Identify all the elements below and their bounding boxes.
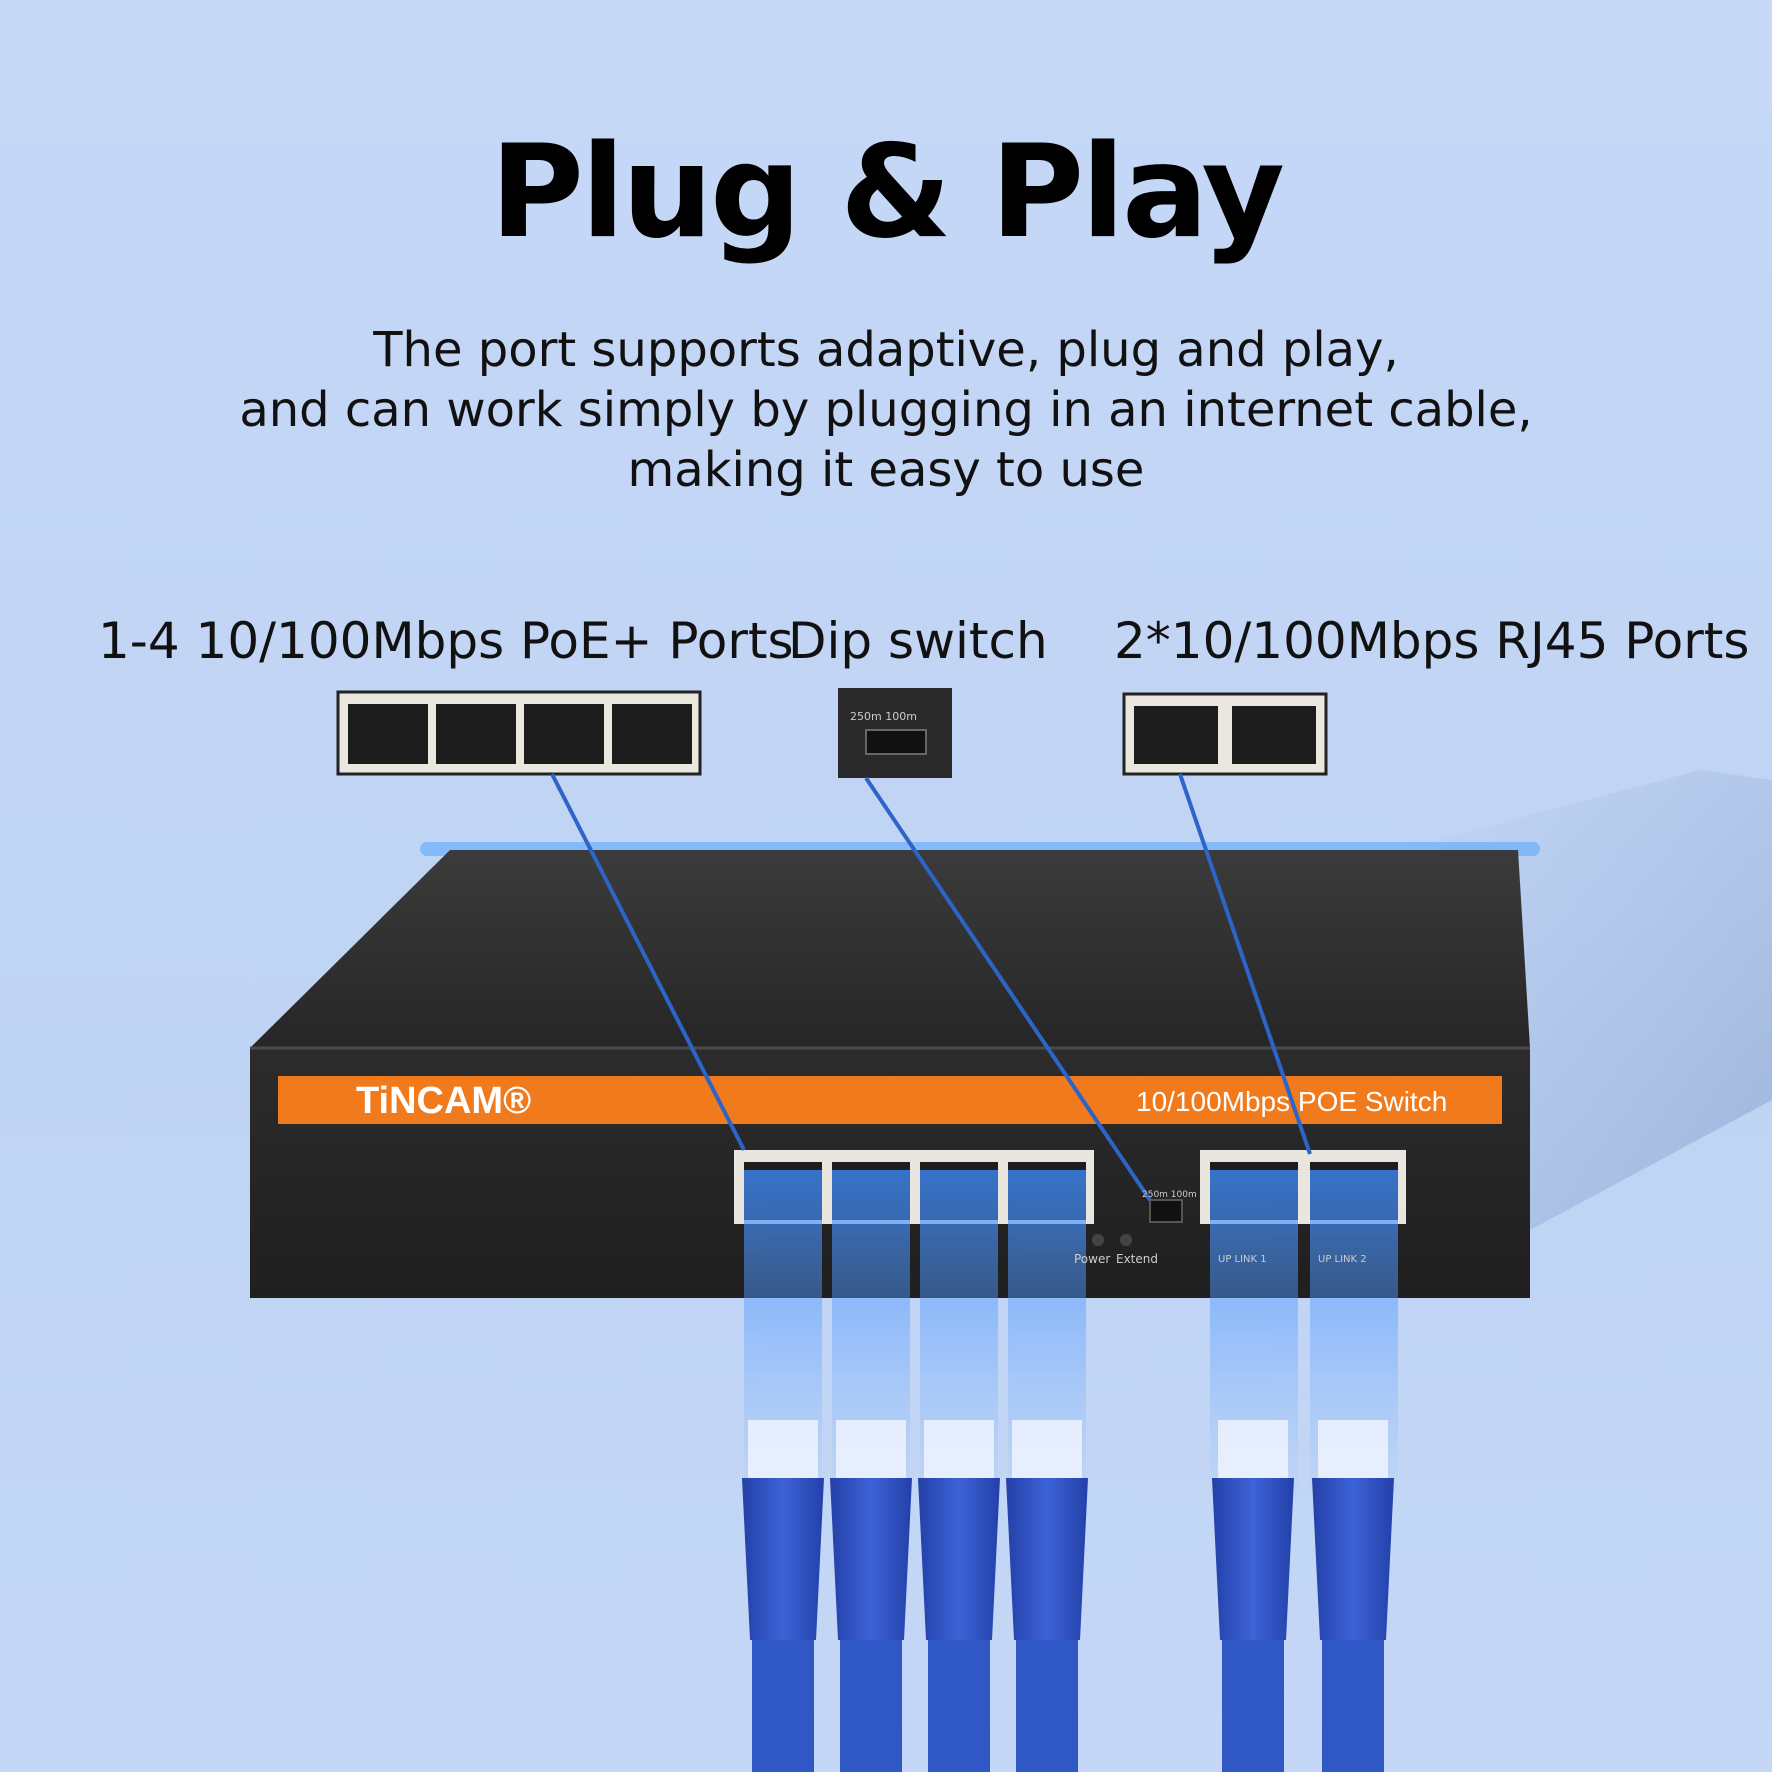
- uplink-2-label: UP LINK 2: [1318, 1254, 1367, 1265]
- description-line-2: and can work simply by plugging in an in…: [239, 382, 1533, 438]
- description-line-1: The port supports adaptive, plug and pla…: [373, 322, 1399, 378]
- device-top-face: [250, 850, 1530, 1048]
- dip-switch-label: Dip switch: [788, 612, 1048, 670]
- dip-switch-thumbnail: [838, 688, 952, 778]
- cable-5: [1212, 1420, 1294, 1772]
- rj45-ports-label: 2*10/100Mbps RJ45 Ports: [1114, 612, 1750, 670]
- cable-2: [830, 1420, 912, 1772]
- device-dip-switch: [1149, 1199, 1183, 1223]
- ethernet-cables: [742, 1420, 1394, 1772]
- dip-switch-device-labels: 250m 100m: [1142, 1190, 1197, 1200]
- headline: Plug & Play: [490, 118, 1285, 267]
- led-power-label: Power: [1074, 1252, 1111, 1266]
- rj45-ports-thumbnail: [1122, 692, 1328, 776]
- poe-ports-thumbnail: [336, 690, 702, 776]
- description-line-3: making it easy to use: [627, 442, 1145, 498]
- dip-thumbnail-labels: 250m 100m: [850, 710, 917, 723]
- cable-6: [1312, 1420, 1394, 1772]
- device-led-power: [1092, 1234, 1104, 1246]
- poe-ports-label: 1-4 10/100Mbps PoE+ Ports: [98, 612, 794, 670]
- cable-1: [742, 1420, 824, 1772]
- model-label: 10/100Mbps POE Switch: [1136, 1086, 1448, 1117]
- cable-3: [918, 1420, 1000, 1772]
- cable-4: [1006, 1420, 1088, 1772]
- led-extend-label: Extend: [1116, 1252, 1158, 1266]
- callout-lines: [550, 773, 1312, 1202]
- brand-logo: TiNCAM®: [356, 1080, 532, 1122]
- uplink-1-label: UP LINK 1: [1218, 1254, 1267, 1265]
- device-led-extend: [1120, 1234, 1132, 1246]
